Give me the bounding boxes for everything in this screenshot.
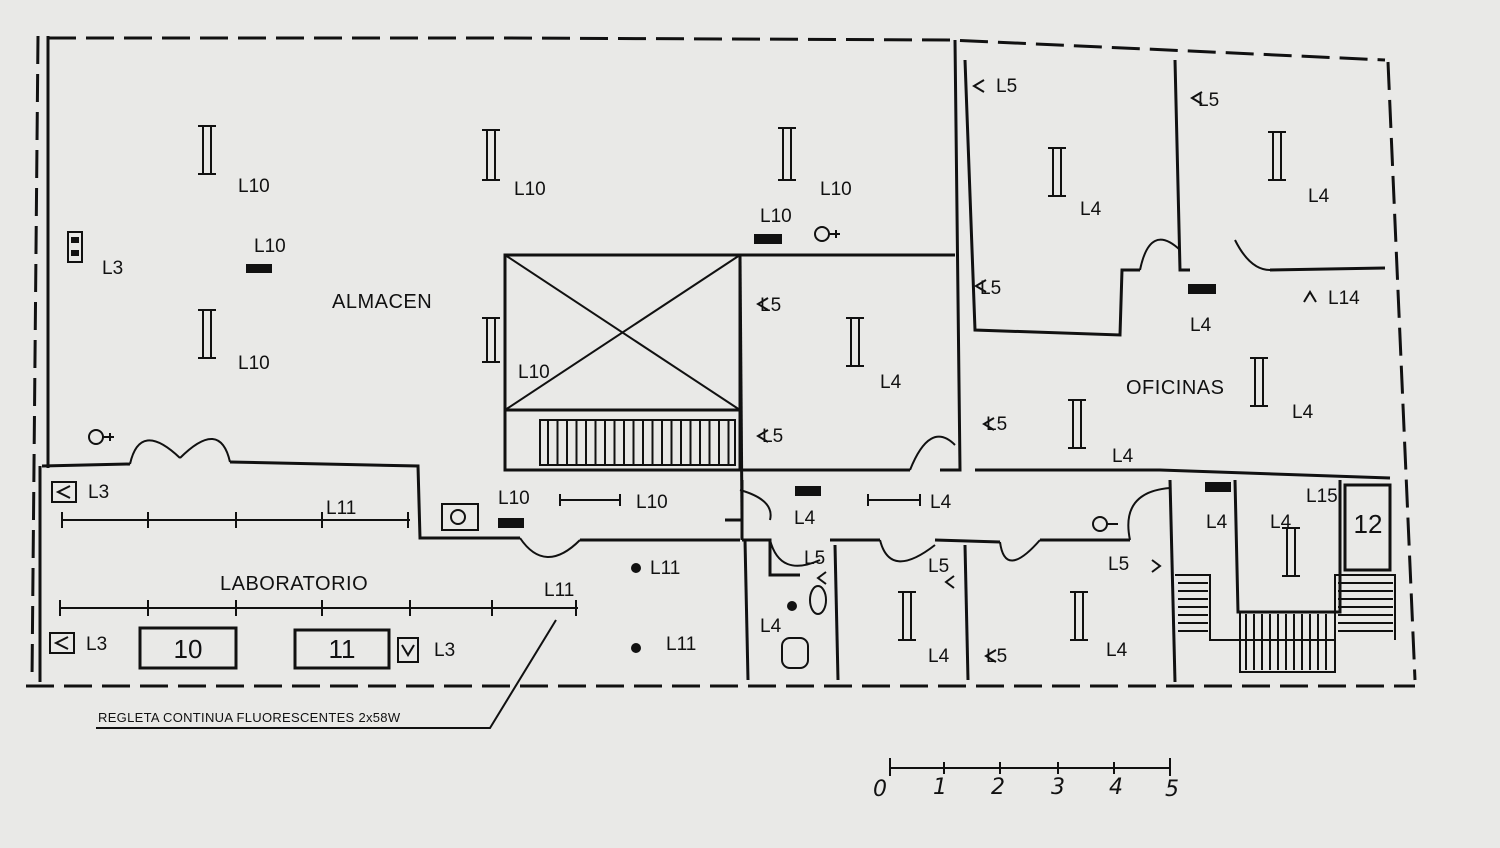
label-l10: L10 [514, 179, 546, 200]
label-l4: L4 [1206, 512, 1228, 533]
scale-tick-5: 5 [1165, 777, 1179, 802]
label-l5: L5 [760, 295, 781, 316]
label-l3: L3 [434, 640, 455, 661]
label-l5: L5 [804, 548, 825, 569]
label-l3: L3 [86, 634, 107, 655]
scale-tick-2: 2 [991, 775, 1005, 800]
label-l10: L10 [238, 176, 270, 197]
label-l4: L4 [1106, 640, 1128, 661]
label-l10: L10 [820, 179, 852, 200]
doors [129, 238, 1271, 567]
label-l5: L5 [996, 76, 1017, 97]
emergency-lights [246, 234, 1231, 528]
label-l5: L5 [980, 278, 1001, 299]
emergency-light-icon [246, 264, 272, 273]
label-l5: L5 [1108, 554, 1129, 575]
label-l4: L4 [1270, 512, 1292, 533]
label-l14: L14 [1328, 288, 1360, 309]
circuit-labels: L10 L10 L10 L10 L10 L10 L10 L10 L10 L3 L… [86, 76, 1360, 667]
interior-walls [38, 36, 1392, 683]
label-l4: L4 [760, 616, 782, 637]
scale-tick-1: 1 [933, 775, 947, 800]
note-leader [96, 619, 557, 729]
label-l11: L11 [666, 634, 696, 655]
emergency-light-icon [1188, 284, 1216, 294]
box-12-label: 12 [1354, 509, 1383, 539]
scale-tick-0: 0 [873, 777, 887, 802]
label-l5: L5 [928, 556, 949, 577]
label-l11: L11 [544, 580, 574, 601]
room-almacen: ALMACEN [332, 291, 432, 313]
emergency-light-icon [498, 518, 524, 528]
strip-lights [59, 494, 921, 616]
emergency-light-icon [795, 486, 821, 496]
label-l10: L10 [238, 353, 270, 374]
stair-office [1175, 574, 1396, 673]
label-l5: L5 [986, 414, 1007, 435]
box-10-label: 10 [174, 634, 203, 664]
note-text: REGLETA CONTINUA FLUORESCENTES 2x58W [98, 710, 401, 725]
label-l11: L11 [650, 558, 680, 579]
room-laboratorio: LABORATORIO [220, 573, 368, 595]
box-11-label: 11 [329, 634, 356, 664]
emergency-light-icon [1205, 482, 1231, 492]
scale-bar: 0 1 2 3 4 5 [873, 758, 1179, 802]
switch-markers [756, 79, 1317, 663]
label-l5: L5 [986, 646, 1007, 667]
label-l4: L4 [1308, 186, 1330, 207]
label-l4: L4 [930, 492, 952, 513]
label-l10: L10 [636, 492, 668, 513]
label-l10: L10 [760, 206, 792, 227]
scale-tick-3: 3 [1051, 775, 1065, 800]
label-l10: L10 [518, 362, 550, 383]
emergency-light-icon [754, 234, 782, 244]
label-l4: L4 [928, 646, 950, 667]
label-l5: L5 [762, 426, 783, 447]
label-l4: L4 [1080, 199, 1102, 220]
label-l3: L3 [102, 258, 123, 279]
label-l15: L15 [1306, 486, 1338, 507]
room-oficinas: OFICINAS [1126, 377, 1224, 399]
label-l10: L10 [498, 488, 530, 509]
equipment-boxes: 10 11 12 [138, 509, 1383, 670]
fluorescent-fixtures [198, 125, 1300, 641]
exterior-outline [26, 35, 1417, 688]
label-l5: L5 [1198, 90, 1219, 111]
label-l4: L4 [1292, 402, 1314, 423]
panel-symbols [49, 226, 1118, 669]
tube-fixture-icon [198, 125, 1300, 641]
label-l4: L4 [1112, 446, 1134, 467]
label-l4: L4 [880, 372, 902, 393]
label-l4: L4 [794, 508, 816, 529]
scale-tick-4: 4 [1109, 775, 1123, 800]
label-l10: L10 [254, 236, 286, 257]
label-l3: L3 [88, 482, 109, 503]
label-l11: L11 [326, 498, 356, 519]
label-l4: L4 [1190, 315, 1212, 336]
stair-main [539, 419, 736, 466]
